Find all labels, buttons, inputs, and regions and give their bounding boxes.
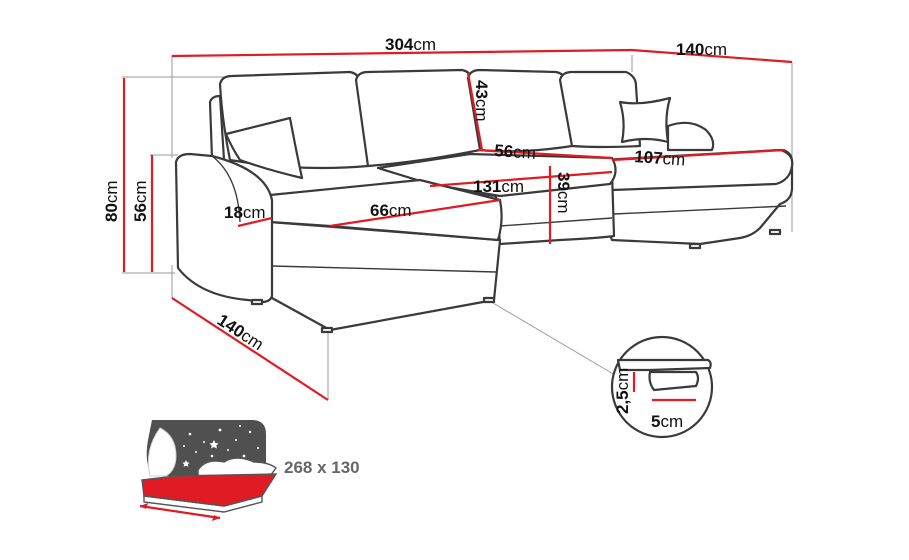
label-seat-depth: 56cm [494, 141, 537, 163]
sofa-outline [174, 68, 794, 334]
bed-pillows [197, 457, 277, 479]
dim-line-chaise-left-width [329, 198, 501, 228]
dim-line-overall-width [171, 48, 633, 58]
left-chaise-cushion [258, 178, 503, 242]
label-overall-width: 304cm [385, 35, 436, 54]
label-armrest-width: 18cm [224, 203, 266, 222]
leg-detail-sofa-edge [616, 358, 712, 372]
sleeping-area-label: 268 x 130 [284, 458, 360, 477]
right-armrest [666, 121, 715, 152]
sleeping-area-icon: 268 x 130 [139, 420, 360, 521]
back-cushion-4 [558, 70, 642, 149]
dim-line-middle-width [429, 170, 613, 188]
label-total-height: 80cm [102, 180, 121, 222]
left-throw-pillow [224, 116, 304, 180]
bed-surface [142, 474, 276, 506]
label-leg-width: 5cm [651, 412, 683, 431]
dim-line-chaise-right-width [611, 148, 786, 162]
leg-1 [250, 298, 264, 306]
label-chaise-left-width: 66cm [370, 201, 412, 220]
bed-width-arrowhead-left [140, 503, 148, 509]
leg-detail-callout: 2,5cm 5cm [610, 335, 714, 439]
moon-icon [147, 427, 177, 477]
label-chaise-right-depth: 140cm [676, 40, 727, 59]
leg-4 [688, 242, 702, 250]
guide-lines [122, 55, 793, 400]
label-middle-width: 131cm [473, 177, 524, 196]
stars-icon [182, 425, 259, 467]
leg-5 [768, 228, 782, 236]
dimension-lines [122, 48, 793, 401]
label-backrest-height: 43cm [472, 80, 491, 122]
bed-width-arrow [139, 504, 221, 520]
label-chaise-left-depth: 140cm [214, 310, 267, 354]
leg-detail-foot [648, 370, 700, 392]
dimension-labels: 304cm 140cm 80cm 56cm 43cm 56cm 107cm 13… [102, 35, 727, 354]
bed-width-arrowhead-right [212, 515, 220, 521]
label-armrest-height: 56cm [131, 180, 150, 222]
middle-seat-cushion [376, 152, 617, 198]
back-frame-left [208, 94, 226, 162]
dim-line-chaise-left-depth [171, 297, 329, 401]
dim-line-armrest-width [237, 216, 273, 228]
back-cushion-2 [354, 68, 482, 168]
left-armrest [174, 152, 274, 304]
dim-line-chaise-right-depth [631, 48, 793, 64]
dim-line-backrest-height [466, 72, 484, 151]
right-throw-pillow [618, 96, 672, 144]
label-seat-height: 39cm [554, 172, 573, 214]
label-leg-height: 2,5cm [613, 368, 632, 414]
label-chaise-right-width: 107cm [634, 147, 686, 170]
bed-frame-outline [141, 473, 278, 507]
leg-2 [320, 326, 334, 334]
dim-line-seat-depth [477, 148, 613, 160]
leg-3 [482, 296, 496, 304]
